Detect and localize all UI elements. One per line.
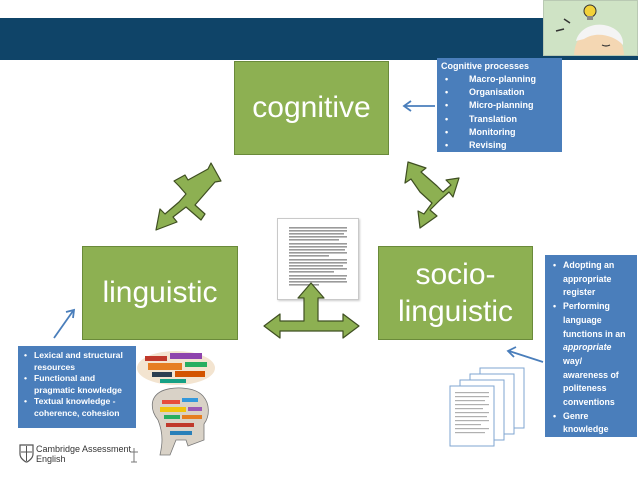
linguistic-item: Textual knowledge - coherence, cohesion: [24, 396, 132, 419]
process-item: Revising: [441, 139, 558, 152]
creative-head-image: [151, 387, 209, 456]
double-arrow-cognitive-sociolinguistic: [404, 161, 460, 229]
process-item: Translation: [441, 113, 558, 126]
sociolinguistic-knowledge-box: Adopting an appropriate register Perform…: [545, 255, 637, 437]
sociolinguistic-line-2: linguistic: [397, 295, 514, 328]
logo-line-1: Cambridge Assessment: [36, 444, 132, 454]
double-arrow-linguistic-sociolinguistic: [263, 282, 360, 339]
cognitive-processes-title: Cognitive processes: [441, 61, 530, 71]
socio-item-line: conventions: [563, 397, 615, 408]
linguistic-item-line: coherence, cohesion: [34, 407, 120, 418]
socio-item-line: way/: [563, 355, 583, 366]
socio-item-line: appropriate: [563, 273, 612, 284]
socio-item: Performing language functions in an appr…: [553, 300, 634, 410]
socio-item-emphasis: appropriate: [563, 342, 612, 353]
linguistic-knowledge-box: Lexical and structural resources Functio…: [18, 346, 136, 428]
linguistic-item-line: pragmatic knowledge: [34, 384, 122, 395]
linguistic-item-line: Functional and: [34, 373, 96, 383]
pointer-arrow-linguistic: [53, 308, 76, 339]
presenter-thumbnail: [543, 0, 638, 56]
pointer-arrow-cognitive-processes: [402, 100, 435, 112]
crest-icon: [19, 444, 34, 463]
process-item: Monitoring: [441, 126, 558, 139]
socio-item-line: Adopting an: [563, 260, 615, 270]
header-banner: [0, 18, 638, 60]
process-item: Organisation: [441, 86, 558, 99]
linguistic-node: linguistic: [82, 246, 238, 340]
socio-item-line: politeness: [563, 383, 607, 394]
cambridge-logo-text: Cambridge Assessment English: [36, 444, 131, 464]
pointer-arrow-sociolinguistic: [506, 346, 544, 363]
word-cloud-image: [137, 351, 215, 385]
linguistic-item-line: resources: [34, 361, 76, 372]
double-arrow-linguistic-cognitive: [155, 162, 222, 231]
socio-item-line: knowledge: [563, 424, 609, 435]
cognitive-node: cognitive: [234, 61, 389, 155]
logo-line-2: English: [36, 454, 66, 464]
linguistic-item: Functional and pragmatic knowledge: [24, 373, 132, 396]
linguistic-item: Lexical and structural resources: [24, 350, 132, 373]
linguistic-item-line: Lexical and structural: [34, 350, 123, 360]
socio-item-line: awareness of: [563, 369, 619, 380]
sociolinguistic-node: socio- linguistic: [378, 246, 533, 340]
linguistic-item-line: Textual knowledge -: [34, 396, 116, 406]
process-item: Macro-planning: [441, 73, 558, 86]
process-item: Micro-planning: [441, 99, 558, 112]
socio-item-line: Performing: [563, 301, 610, 312]
socio-item-line: register: [563, 287, 596, 298]
cognitive-processes-box: Cognitive processes Macro-planning Organ…: [437, 58, 562, 152]
document-stack-image: [449, 367, 525, 447]
sociolinguistic-line-1: socio-: [415, 257, 496, 291]
socio-item-line: Genre: [563, 410, 589, 421]
text-lines-illustration: [289, 227, 347, 286]
lightbulb-idea-illustration: [544, 1, 637, 55]
socio-item-line: language: [563, 314, 602, 325]
essay-document-image: [277, 218, 359, 300]
socio-item: Adopting an appropriate register: [553, 259, 634, 300]
socio-item-line: functions in an: [563, 328, 626, 339]
socio-item: Genre knowledge: [553, 410, 634, 437]
figure-icon: [130, 448, 138, 463]
